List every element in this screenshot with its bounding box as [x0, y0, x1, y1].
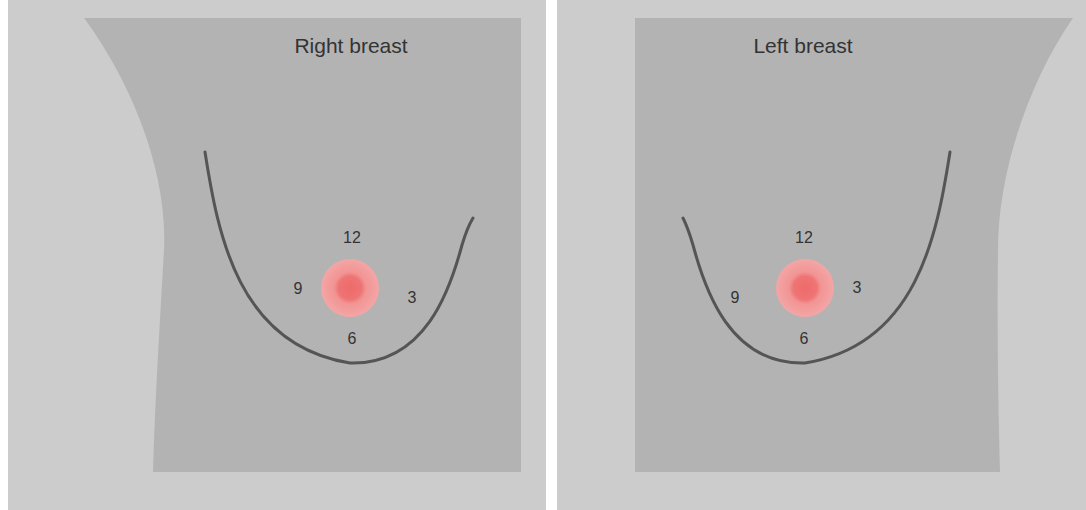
- panel-title: Left breast: [753, 35, 852, 56]
- breast-outline: [683, 152, 950, 363]
- clock-number: 12: [795, 230, 813, 246]
- torso-shape: [635, 18, 1073, 472]
- clock-number: 6: [348, 331, 357, 347]
- clock-number: 9: [294, 281, 303, 297]
- clock-number: 6: [800, 331, 809, 347]
- panel-ground: [557, 0, 1086, 510]
- clock-number: 3: [853, 280, 862, 296]
- torso-shape: [84, 18, 521, 472]
- clock-number: 12: [343, 230, 361, 246]
- breast-outline: [205, 152, 473, 363]
- panel-ground: [8, 0, 546, 510]
- panel-title: Right breast: [294, 35, 407, 56]
- nipple-areola: [776, 259, 834, 317]
- clock-number: 9: [731, 290, 740, 306]
- nipple-areola: [321, 259, 379, 317]
- clock-number: 3: [408, 290, 417, 306]
